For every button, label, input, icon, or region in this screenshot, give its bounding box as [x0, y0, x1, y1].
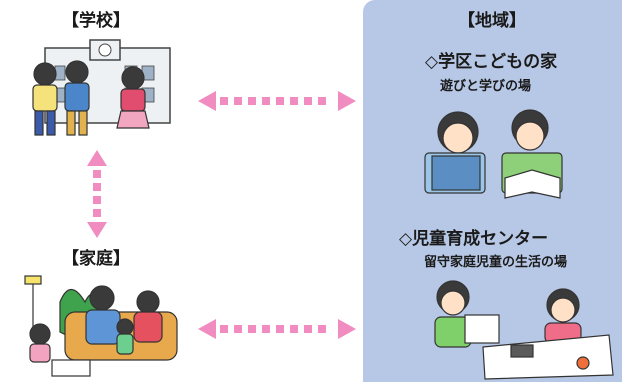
school-illustration	[32, 39, 171, 136]
arrow-head-left	[198, 91, 216, 111]
school-home-arrow	[87, 150, 107, 238]
arrow-head-right	[338, 319, 356, 339]
region-label: 【地域】	[458, 11, 526, 31]
center-subtitle: 留守家庭児童の生活の場	[424, 255, 568, 270]
center-title: ◇児童育成センター	[399, 229, 549, 249]
arrow-head-up	[87, 150, 107, 166]
school-label: 【学校】	[62, 11, 130, 31]
home-region-arrow	[198, 319, 356, 339]
kodomo-title: ◇学区こどもの家	[425, 52, 558, 72]
kodomo-subtitle: 遊びと学びの場	[440, 79, 532, 94]
arrow-head-down	[87, 222, 107, 238]
drawing-illustration	[434, 280, 614, 380]
arrow-head-right	[338, 91, 356, 111]
home-label: 【家庭】	[62, 249, 130, 269]
reading-illustration	[424, 109, 563, 199]
home-illustration	[24, 275, 178, 377]
school-region-arrow	[198, 91, 356, 111]
arrow-head-left	[198, 319, 216, 339]
